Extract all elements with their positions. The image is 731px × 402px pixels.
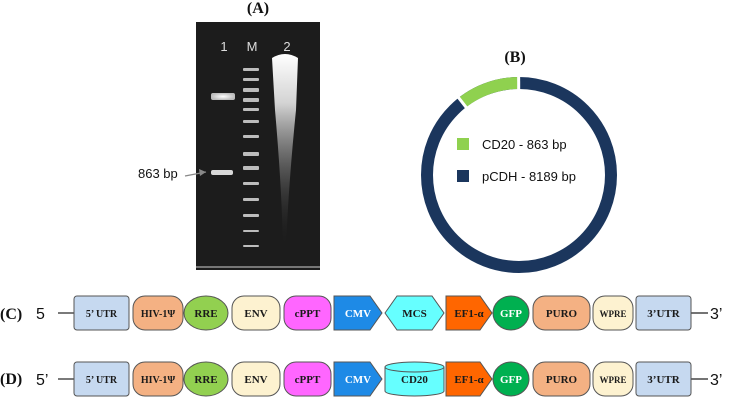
element-puro-label: PURO bbox=[546, 308, 578, 320]
legend-swatch-insert bbox=[457, 138, 469, 150]
legend-label-vector: pCDH - 8189 bp bbox=[482, 169, 576, 184]
panel-d-label: (D) bbox=[0, 371, 22, 388]
element-wpre-shape bbox=[592, 295, 634, 331]
gel-image bbox=[196, 22, 320, 270]
element-rre-label: RRE bbox=[194, 308, 217, 320]
element-cmv-label: CMV bbox=[345, 374, 371, 386]
element-cd20-cap bbox=[384, 361, 445, 373]
element-gfp-shape bbox=[492, 295, 530, 331]
element-cmv-label: CMV bbox=[345, 308, 371, 320]
lane-label-2: 2 bbox=[283, 39, 290, 54]
element-hiv-psi-label: HIV-1Ψ bbox=[141, 309, 175, 320]
element-cmv-shape bbox=[333, 295, 383, 331]
element-gfp-label: GFP bbox=[500, 308, 522, 320]
element-gfp-shape bbox=[492, 361, 530, 397]
three-prime-end: 3’ bbox=[710, 372, 722, 389]
five-prime-end: 5’ bbox=[36, 372, 48, 389]
arc-junction-0 bbox=[456, 95, 469, 110]
element-utr3-shape bbox=[635, 361, 692, 397]
construct-d: 5’ 3’ 5’ UTR HIV-1Ψ RRE ENV cPPT CMV CD20 EF1-α GF… bbox=[36, 361, 722, 397]
panel-b-label: (B) bbox=[504, 49, 525, 66]
element-puro-label: PURO bbox=[546, 374, 578, 386]
element-env-label: ENV bbox=[244, 374, 267, 386]
lane1-vector-band bbox=[211, 93, 235, 100]
element-hiv-psi-label: HIV-1Ψ bbox=[141, 375, 175, 386]
three-prime-end: 3’ bbox=[710, 306, 722, 323]
element-rre-label: RRE bbox=[194, 374, 217, 386]
element-ef1a-shape bbox=[445, 361, 493, 397]
legend-label-insert: CD20 - 863 bp bbox=[482, 137, 567, 152]
element-wpre-label: WPRE bbox=[600, 309, 627, 319]
plasmid-ring bbox=[421, 74, 617, 273]
element-hiv-psi-shape bbox=[132, 295, 184, 331]
element-cppt-label: cPPT bbox=[295, 374, 321, 386]
element-cmv-shape bbox=[333, 361, 383, 397]
band-size-label: 863 bp bbox=[138, 166, 178, 181]
element-mcs-label: CD20 bbox=[401, 374, 428, 386]
element-puro-shape bbox=[532, 361, 591, 397]
element-hiv-psi-shape bbox=[132, 361, 184, 397]
element-mcs-label: MCS bbox=[402, 308, 426, 320]
element-ef1a-label: EF1-α bbox=[454, 308, 484, 320]
marker-ladder bbox=[243, 68, 259, 247]
element-utr5-shape bbox=[73, 361, 130, 397]
five-prime-end: 5 bbox=[36, 306, 45, 323]
element-ef1a-label: EF1-α bbox=[454, 374, 484, 386]
cd20-insert-arc bbox=[458, 77, 519, 108]
panel-a-label: (A) bbox=[247, 0, 269, 17]
element-utr5-label: 5’ UTR bbox=[86, 375, 118, 386]
band-arrowhead bbox=[199, 169, 206, 176]
element-puro-shape bbox=[532, 295, 591, 331]
element-env-shape bbox=[231, 361, 281, 397]
panel-c-label: (C) bbox=[0, 306, 22, 323]
lane-label-m: M bbox=[247, 39, 258, 54]
element-env-shape bbox=[231, 295, 281, 331]
element-wpre-shape bbox=[592, 361, 634, 397]
element-cppt-label: cPPT bbox=[295, 308, 321, 320]
element-rre-shape bbox=[183, 295, 229, 331]
element-utr3-label: 3’UTR bbox=[647, 374, 680, 386]
element-mcs-shape bbox=[384, 295, 445, 331]
element-wpre-label: WPRE bbox=[600, 375, 627, 385]
element-rre-shape bbox=[183, 361, 229, 397]
construct-c: 5 3’ 5’ UTR HIV-1Ψ RRE ENV cPPT CMV MCS EF1-α GFP P… bbox=[36, 295, 722, 331]
element-utr3-shape bbox=[635, 295, 692, 331]
element-mcs-shape bbox=[384, 367, 445, 397]
element-env-label: ENV bbox=[244, 308, 267, 320]
lane1-insert-band bbox=[211, 170, 233, 175]
element-gfp-label: GFP bbox=[500, 374, 522, 386]
element-cppt-shape bbox=[283, 361, 332, 397]
element-ef1a-shape bbox=[445, 295, 493, 331]
element-utr3-label: 3’UTR bbox=[647, 308, 680, 320]
element-cppt-shape bbox=[283, 295, 332, 331]
lane-label-1: 1 bbox=[220, 39, 227, 54]
legend-swatch-vector bbox=[457, 170, 469, 182]
element-utr5-shape bbox=[73, 295, 130, 331]
element-utr5-label: 5’ UTR bbox=[86, 309, 118, 320]
lane2-smear bbox=[272, 54, 298, 250]
